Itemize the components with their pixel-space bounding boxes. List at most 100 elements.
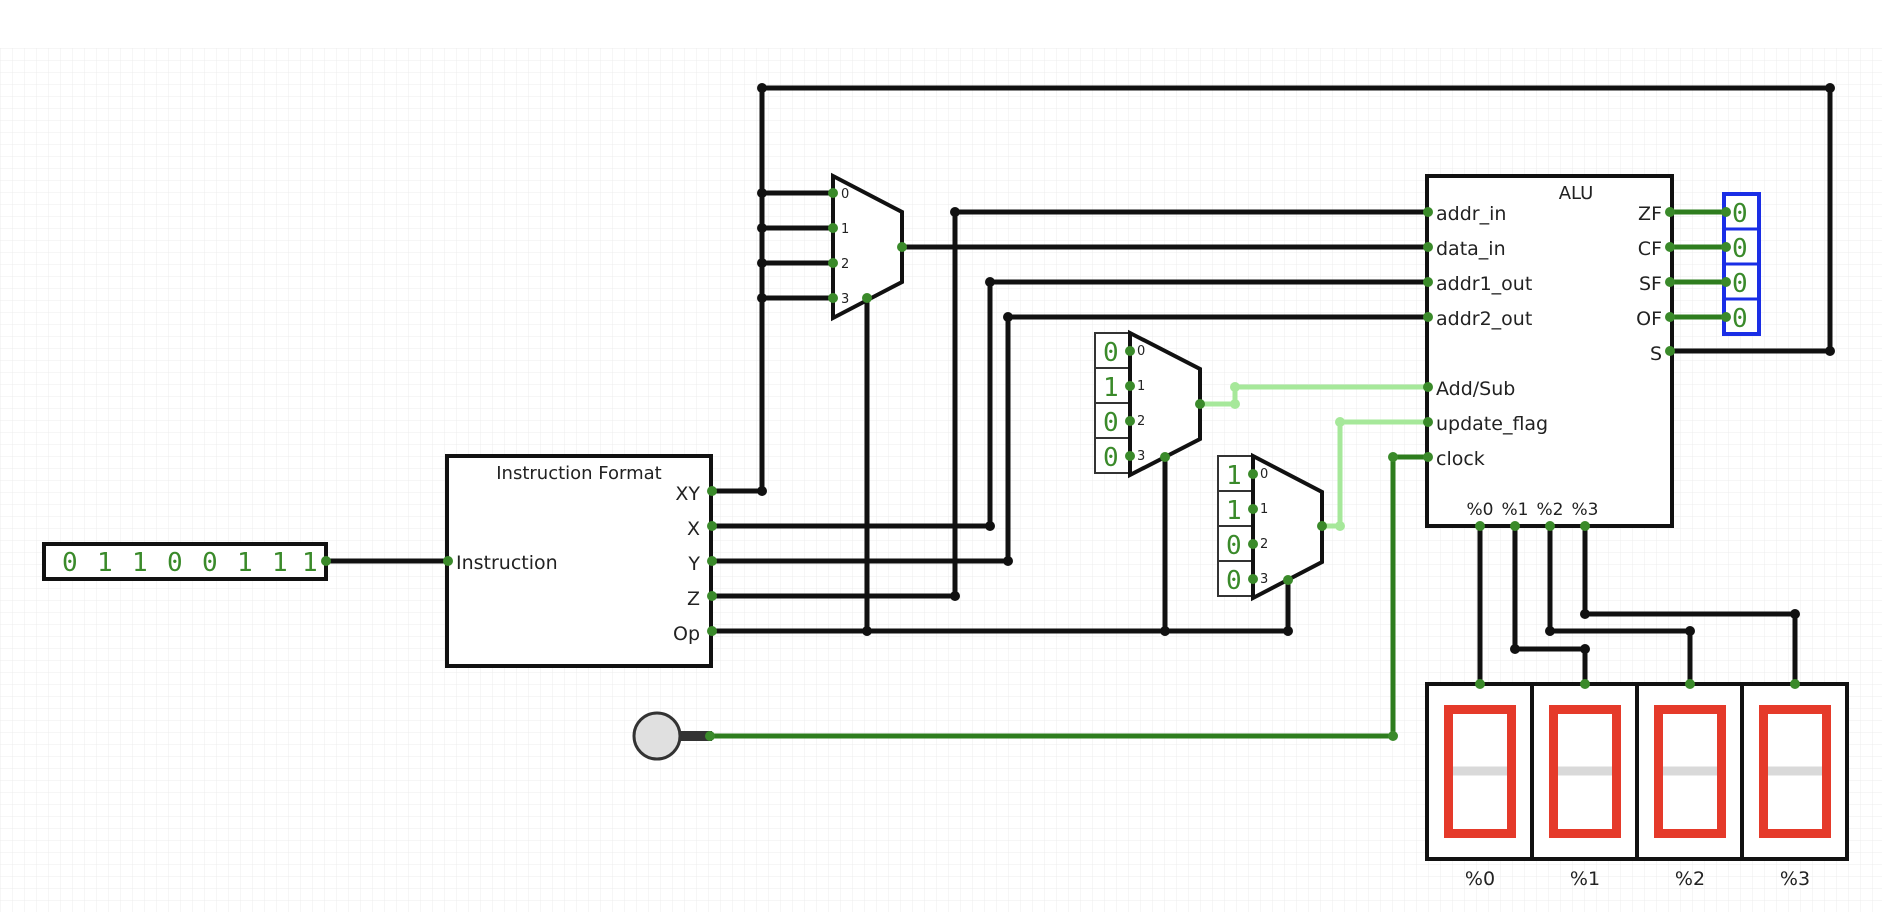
- alu-title: ALU: [1559, 183, 1594, 204]
- mux-select-label: 1: [841, 222, 849, 237]
- mux-select-label: 1: [1137, 379, 1145, 394]
- display-segment: [1759, 705, 1768, 771]
- alu-flag-label: SF: [1639, 273, 1662, 295]
- mux-select-label: 3: [1137, 449, 1145, 464]
- display-segment: [1612, 771, 1621, 838]
- addsub-multiplexer[interactable]: 0 1 0 0 0 1 2 3: [1094, 329, 1205, 479]
- zf-value: 0: [1732, 199, 1748, 229]
- alu-flag-label: CF: [1638, 238, 1662, 260]
- display-segment: [1717, 705, 1726, 771]
- alu-input-label: data_in: [1436, 238, 1506, 260]
- seven-segment-displays: %0 %1 %2 %3: [1425, 679, 1849, 890]
- instruction-format-block[interactable]: Instruction Format Instruction XY X Y Z …: [443, 454, 717, 668]
- alu-flag-label: ZF: [1638, 203, 1662, 225]
- output-label-y: Y: [687, 553, 700, 575]
- constant-bit: 1: [1226, 461, 1242, 491]
- cf-value: 0: [1732, 234, 1748, 264]
- display-segment: [1717, 771, 1726, 838]
- input-bit: 1: [237, 548, 253, 578]
- display-label: %1: [1570, 868, 1600, 890]
- clock-button-icon[interactable]: [632, 711, 682, 761]
- alu-register-label: %2: [1537, 500, 1564, 520]
- display-segment: [1549, 771, 1558, 838]
- constant-bit: 1: [1103, 373, 1119, 403]
- display-segment: [1444, 771, 1453, 838]
- display-segment: [1444, 829, 1516, 838]
- alu-register-label: %3: [1572, 500, 1599, 520]
- display-segment: [1663, 766, 1717, 776]
- instruction-input-label: Instruction: [456, 552, 558, 574]
- mux-select-label: 0: [1260, 467, 1268, 482]
- update-flag-multiplexer[interactable]: 1 1 0 0 0 1 2 3: [1217, 452, 1327, 602]
- mux-select-label: 2: [1137, 414, 1145, 429]
- constant-bit: 1: [1226, 496, 1242, 526]
- alu-input-label: addr1_out: [1436, 273, 1532, 295]
- alu-input-label: clock: [1436, 448, 1485, 470]
- mux-select-label: 2: [1260, 537, 1268, 552]
- input-bit: 0: [167, 548, 183, 578]
- display-label: %2: [1675, 868, 1705, 890]
- display-segment: [1558, 766, 1612, 776]
- display-segment: [1453, 766, 1507, 776]
- display-segment: [1654, 705, 1726, 714]
- mux-select-label: 2: [841, 257, 849, 272]
- alu-flag-label: OF: [1636, 308, 1662, 330]
- alu-input-label: addr_in: [1436, 203, 1506, 225]
- display-segment: [1444, 705, 1453, 771]
- input-bit: 1: [132, 548, 148, 578]
- alu-register-label: %0: [1467, 500, 1494, 520]
- mux-select-label: 3: [841, 292, 849, 307]
- display-segment: [1759, 829, 1831, 838]
- display-segment: [1549, 829, 1621, 838]
- input-bit: 0: [202, 548, 218, 578]
- display-segment: [1822, 771, 1831, 838]
- display-segment: [1654, 771, 1663, 838]
- clock-button[interactable]: [632, 711, 715, 761]
- display-segment: [1507, 771, 1516, 838]
- output-label-x: X: [687, 518, 700, 540]
- input-bit: 1: [97, 548, 113, 578]
- output-label-op: Op: [673, 623, 700, 645]
- main-multiplexer[interactable]: 0 1 2 3: [828, 172, 907, 322]
- output-label-z: Z: [687, 588, 700, 610]
- input-bit: 1: [272, 548, 288, 578]
- sf-value: 0: [1732, 269, 1748, 299]
- constant-bit: 0: [1226, 566, 1242, 596]
- display-segment: [1549, 705, 1621, 714]
- constant-bit: 0: [1103, 443, 1119, 473]
- display-label: %3: [1780, 868, 1810, 890]
- alu-block[interactable]: ALU addr_in data_in addr1_out addr2_out …: [1423, 174, 1675, 531]
- constant-bit: 0: [1103, 408, 1119, 438]
- wires: [323, 85, 1833, 687]
- alu-input-label: update_flag: [1436, 413, 1548, 435]
- output-label-xy: XY: [675, 483, 700, 505]
- display-segment: [1822, 705, 1831, 771]
- mux-select-label: 1: [1260, 502, 1268, 517]
- display-label: %0: [1465, 868, 1495, 890]
- display-segment: [1759, 705, 1831, 714]
- mux-select-label: 0: [841, 187, 849, 202]
- alu-input-label: addr2_out: [1436, 308, 1532, 330]
- constant-bit: 0: [1226, 531, 1242, 561]
- display-segment: [1654, 829, 1726, 838]
- alu-input-label: Add/Sub: [1436, 378, 1515, 400]
- input-bit: 1: [302, 548, 318, 578]
- instruction-format-title: Instruction Format: [496, 463, 662, 484]
- display-segment: [1549, 705, 1558, 771]
- mux-select-label: 3: [1260, 572, 1268, 587]
- mux-select-label: 0: [1137, 344, 1145, 359]
- junctions: [757, 83, 1835, 741]
- display-segment: [1507, 705, 1516, 771]
- display-segment: [1444, 705, 1516, 714]
- display-segment: [1612, 705, 1621, 771]
- display-segment: [1768, 766, 1822, 776]
- of-value: 0: [1732, 304, 1748, 334]
- input-bit: 0: [62, 548, 78, 578]
- instruction-input-register[interactable]: 0 1 1 0 0 1 1 1: [42, 542, 331, 581]
- display-segment: [1654, 705, 1663, 771]
- alu-register-label: %1: [1502, 500, 1529, 520]
- constant-bit: 0: [1103, 338, 1119, 368]
- flag-output-probes: 0 0 0 0: [1721, 192, 1761, 336]
- display-segment: [1759, 771, 1768, 838]
